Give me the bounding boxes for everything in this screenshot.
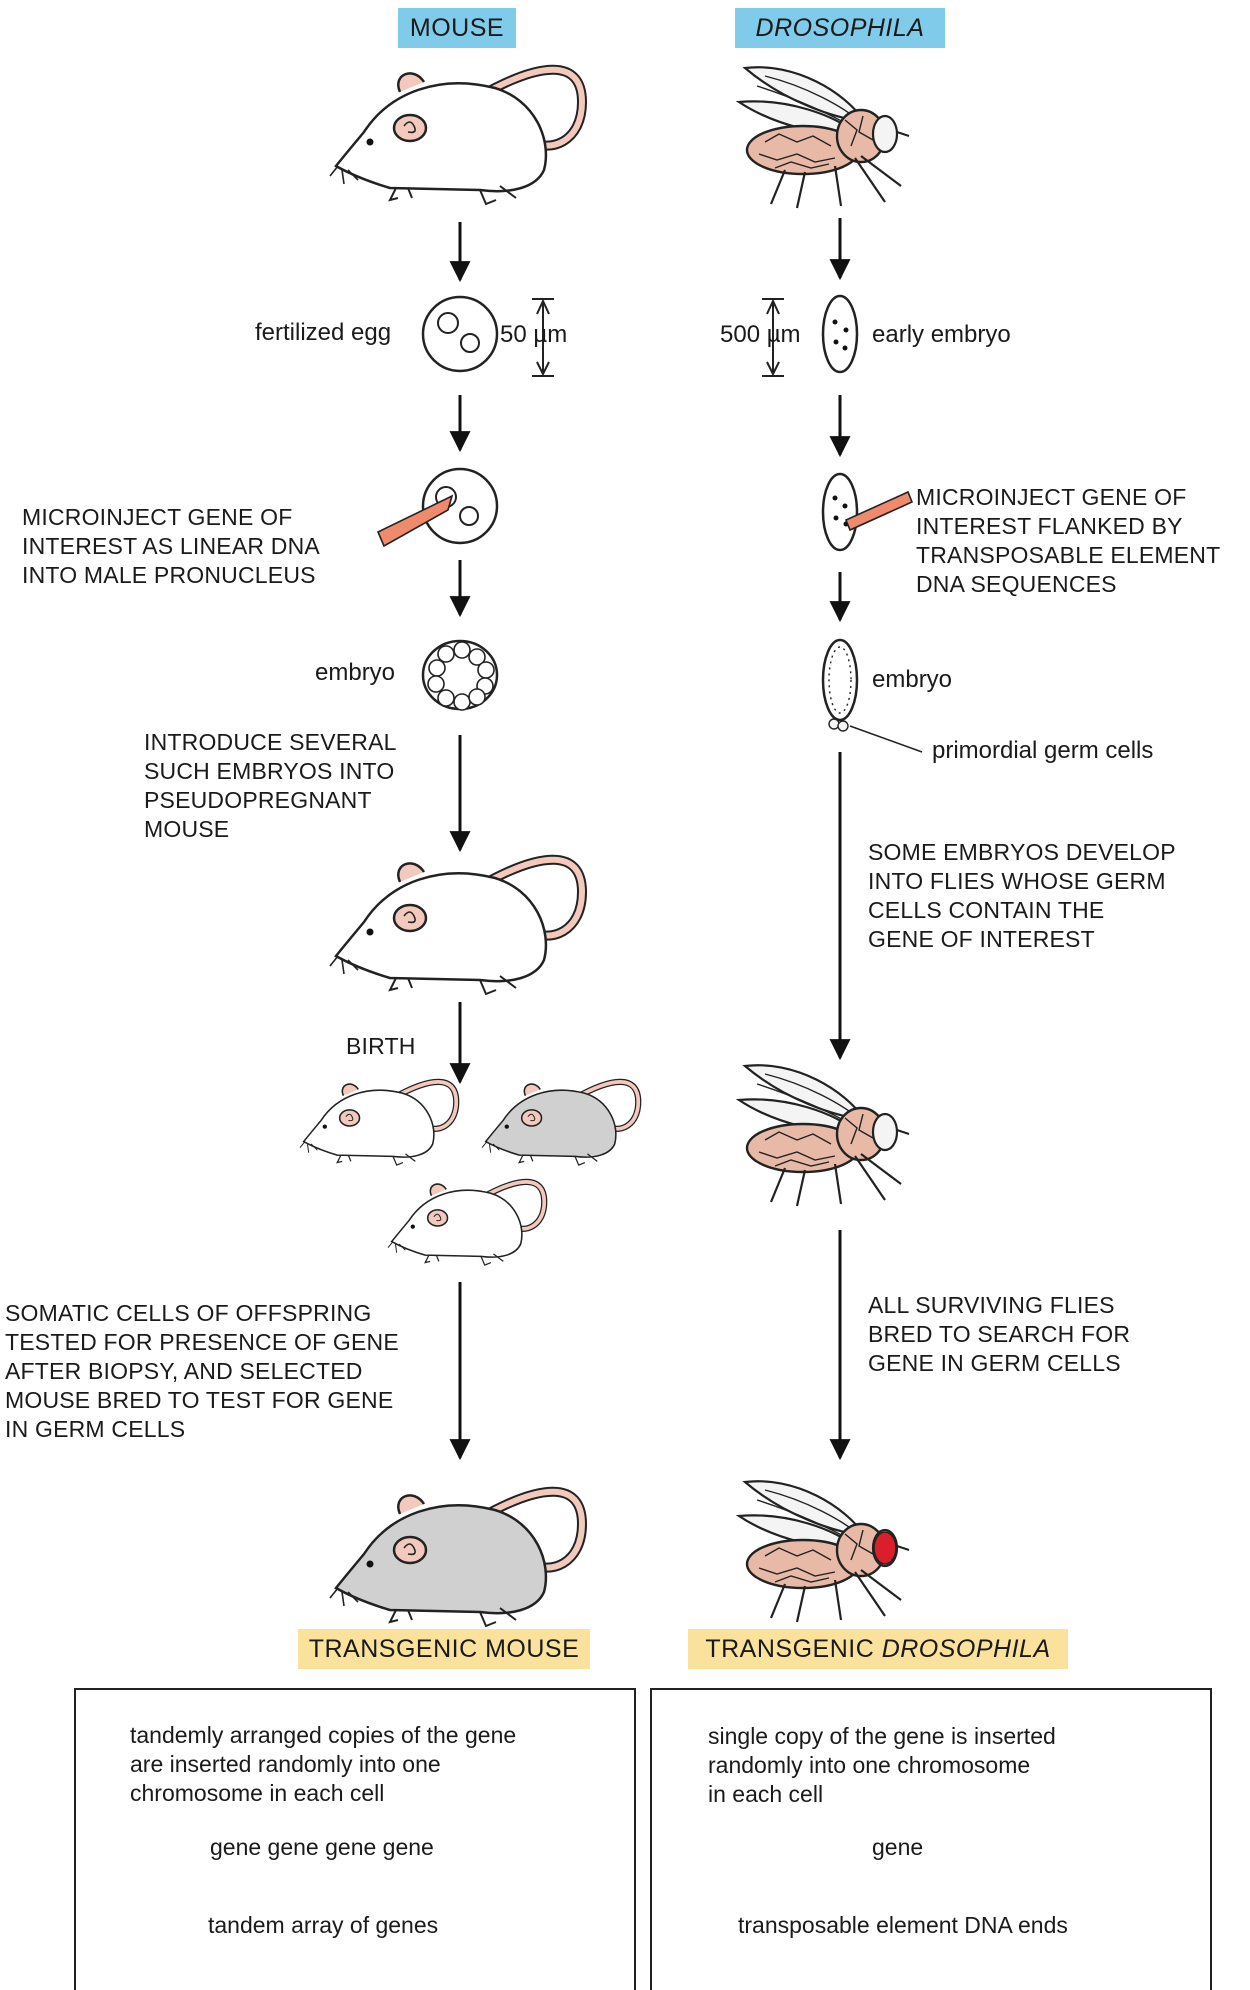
offspring-mouse-1-illustration: [300, 1082, 456, 1165]
somatic-line-4: MOUSE BRED TO TEST FOR GENE: [5, 1387, 394, 1413]
develop-line-2: INTO FLIES WHOSE GERM: [868, 868, 1166, 894]
somatic-line-5: IN GERM CELLS: [5, 1416, 186, 1442]
fly-microinject-line-4: DNA SEQUENCES: [916, 571, 1117, 597]
introduce-line-4: MOUSE: [144, 816, 230, 842]
develop-line-1: SOME EMBRYOS DEVELOP: [868, 839, 1176, 865]
mouse-box-description: tandemly arranged copies of the gene are…: [130, 1721, 516, 1808]
mouse-microinject-line-3: INTO MALE PRONUCLEUS: [22, 562, 316, 588]
microinjection-egg-illustration: [376, 467, 499, 548]
transgenic-drosophila-header: TRANSGENIC DROSOPHILA: [688, 1629, 1068, 1669]
mouse-microinject-line-2: INTEREST AS LINEAR DNA: [22, 533, 320, 559]
mouse-result-box: [74, 1688, 636, 1990]
fly-result-box: [650, 1688, 1212, 1990]
somatic-line-2: TESTED FOR PRESENCE OF GENE: [5, 1329, 399, 1355]
fertilized-egg-label: fertilized egg: [255, 319, 392, 346]
te-ends-label: transposable element DNA ends: [738, 1912, 1068, 1938]
introduce-line-1: INTRODUCE SEVERAL: [144, 729, 397, 755]
bred-line-1: ALL SURVIVING FLIES: [868, 1292, 1115, 1318]
embryos-develop-text: SOME EMBRYOS DEVELOP INTO FLIES WHOSE GE…: [868, 838, 1176, 954]
gene-labels: gene gene gene gene: [210, 1834, 434, 1860]
adult-fly-illustration: [737, 1064, 911, 1208]
mouse-microinject-line-1: MICROINJECT GENE OF: [22, 504, 293, 530]
fly-microinject-line-3: TRANSPOSABLE ELEMENT: [916, 542, 1221, 568]
birth-label: BIRTH: [346, 1033, 416, 1059]
fly-microinject-text: MICROINJECT GENE OF INTEREST FLANKED BY …: [916, 483, 1220, 599]
germ-cells-label: primordial germ cells: [932, 737, 1154, 764]
introduce-embryos-text: INTRODUCE SEVERAL SUCH EMBRYOS INTO PSEU…: [144, 728, 397, 844]
transgenic-prefix: TRANSGENIC: [705, 1635, 882, 1663]
fly-box-line-3: in each cell: [708, 1781, 824, 1807]
transgenic-fly-illustration: [737, 1480, 911, 1624]
single-gene-label: gene: [872, 1834, 924, 1860]
fly-embryo-label: embryo: [872, 666, 953, 693]
fly-parent-illustration: [737, 66, 911, 210]
egg-size-label: 50 µm: [500, 321, 568, 348]
drosophila-header: DROSOPHILA: [735, 8, 945, 48]
bred-line-2: BRED TO SEARCH FOR: [868, 1321, 1131, 1347]
fly-microinjection-illustration: [821, 472, 914, 552]
bred-line-3: GENE IN GERM CELLS: [868, 1350, 1121, 1376]
mouse-box-line-2: are inserted randomly into one: [130, 1751, 441, 1777]
egg-scale-bar: [532, 298, 554, 377]
transgenic-mouse-header: TRANSGENIC MOUSE: [298, 1629, 590, 1669]
mouse-box-line-3: chromosome in each cell: [130, 1780, 385, 1806]
mouse-box-line-1: tandemly arranged copies of the gene: [130, 1722, 517, 1748]
fly-embryo-scale-bar: [762, 298, 784, 377]
fly-embryo-size-label: 500 µm: [720, 321, 801, 348]
introduce-line-3: PSEUDOPREGNANT: [144, 787, 372, 813]
fly-box-line-1: single copy of the gene is inserted: [708, 1723, 1056, 1749]
transgenic-mouse-illustration: [330, 1492, 582, 1626]
fly-microinject-line-1: MICROINJECT GENE OF: [916, 484, 1187, 510]
fly-embryo-illustration: [821, 638, 923, 753]
mouse-embryo-illustration: [421, 639, 499, 711]
fly-box-description: single copy of the gene is inserted rand…: [708, 1722, 1056, 1809]
drosophila-species: DROSOPHILA: [881, 1635, 1051, 1663]
offspring-mouse-3-illustration: [388, 1182, 544, 1265]
offspring-mouse-2-illustration: [482, 1082, 638, 1165]
flies-bred-text: ALL SURVIVING FLIES BRED TO SEARCH FOR G…: [868, 1291, 1130, 1378]
somatic-cells-text: SOMATIC CELLS OF OFFSPRING TESTED FOR PR…: [5, 1299, 399, 1444]
pseudopregnant-mouse-illustration: [330, 860, 582, 994]
mouse-microinject-text: MICROINJECT GENE OF INTEREST AS LINEAR D…: [22, 503, 320, 590]
somatic-line-1: SOMATIC CELLS OF OFFSPRING: [5, 1300, 372, 1326]
develop-line-4: GENE OF INTEREST: [868, 926, 1095, 952]
tandem-array-label: tandem array of genes: [208, 1912, 439, 1938]
fly-box-line-2: randomly into one chromosome: [708, 1752, 1031, 1778]
develop-line-3: CELLS CONTAIN THE: [868, 897, 1105, 923]
fly-microinject-line-2: INTEREST FLANKED BY: [916, 513, 1183, 539]
introduce-line-2: SUCH EMBRYOS INTO: [144, 758, 395, 784]
mouse-embryo-label: embryo: [315, 659, 396, 686]
early-embryo-illustration: [821, 294, 859, 374]
mouse-header: MOUSE: [398, 8, 516, 48]
fertilized-egg-illustration: [421, 295, 499, 373]
early-embryo-label: early embryo: [872, 321, 1011, 348]
mouse-parent-illustration: [330, 70, 582, 204]
somatic-line-3: AFTER BIOPSY, AND SELECTED: [5, 1358, 363, 1384]
